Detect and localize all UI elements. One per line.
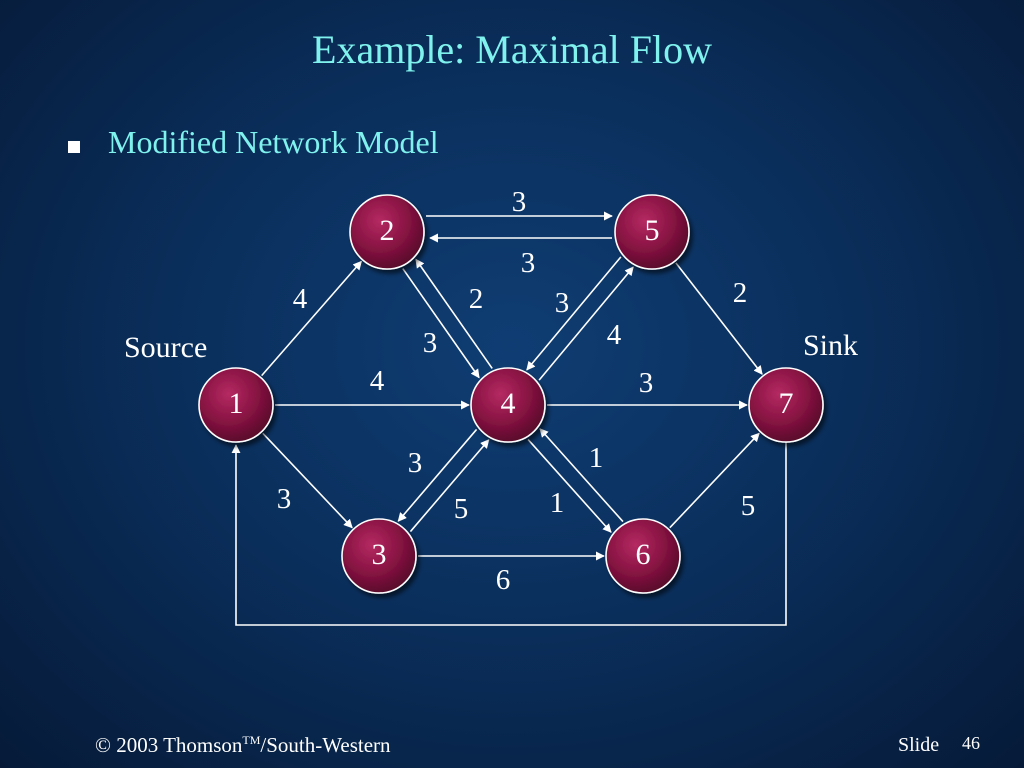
node-label-1: 1 (229, 387, 244, 420)
edge-6-to-4 (539, 428, 624, 523)
capacity-label-3-to-4: 3 (408, 447, 423, 479)
node-circle-5 (614, 194, 690, 270)
copyright-prefix: © 2003 Thomson (95, 733, 243, 757)
trademark-mark: TM (242, 733, 261, 747)
source-label: Source (124, 331, 207, 364)
copyright-suffix: /South-Western (260, 733, 391, 757)
edge-1-to-2 (261, 260, 362, 377)
capacity-label-4-to-2: 3 (423, 327, 438, 359)
node-label-2: 2 (380, 214, 395, 247)
node-1: 1 (198, 367, 274, 443)
edge-1-to-3 (262, 432, 353, 529)
capacity-label-6-to-4: 1 (550, 487, 565, 519)
footer-copyright: © 2003 ThomsonTM/South-Western (95, 733, 391, 758)
edge-4-to-5 (538, 266, 634, 381)
node-5: 5 (614, 194, 690, 270)
node-label-5: 5 (645, 214, 660, 247)
capacity-label-4-to-5: 3 (555, 287, 570, 319)
capacity-label-4-to-3: 5 (454, 493, 469, 525)
node-4: 4 (470, 367, 546, 443)
capacity-label-6-to-7: 5 (741, 490, 756, 522)
edge-5-to-7 (675, 262, 763, 375)
node-label-3: 3 (372, 538, 387, 571)
node-circle-6 (605, 518, 681, 594)
sink-label: Sink (803, 329, 858, 362)
node-2: 2 (349, 194, 425, 270)
capacity-label-5-to-2: 3 (521, 247, 536, 279)
node-label-7: 7 (779, 387, 794, 420)
node-circle-1 (198, 367, 274, 443)
capacity-label-5-to-7: 2 (733, 277, 748, 309)
capacity-label-2-to-4: 2 (469, 283, 484, 315)
capacity-label-4-to-7: 3 (639, 367, 654, 399)
capacity-label-3-to-6: 6 (496, 564, 511, 596)
node-label-4: 4 (501, 387, 516, 420)
node-circle-2 (349, 194, 425, 270)
node-circle-7 (748, 367, 824, 443)
edge-4-to-6 (527, 438, 612, 533)
capacity-label-4-to-6: 1 (589, 442, 604, 474)
node-label-6: 6 (636, 538, 651, 571)
bullet-text: Modified Network Model (108, 124, 439, 160)
capacity-label-2-to-5: 3 (512, 186, 527, 218)
edge-3-to-4 (409, 439, 490, 533)
edge-4-to-2 (415, 258, 493, 369)
capacity-label-1-to-2: 4 (293, 283, 308, 315)
capacity-label-1-to-4: 4 (370, 365, 385, 397)
node-circle-4 (470, 367, 546, 443)
slide-title: Example: Maximal Flow (312, 27, 712, 72)
node-6: 6 (605, 518, 681, 594)
node-circle-3 (341, 518, 417, 594)
capacity-label-5-to-4: 4 (607, 319, 622, 351)
square-bullet-icon (68, 141, 80, 153)
capacity-label-1-to-3: 3 (277, 483, 292, 515)
footer-slide-label: Slide (898, 734, 940, 756)
edge-7-to-1 (231, 442, 787, 626)
edge-5-to-4 (526, 256, 622, 371)
edge-4-to-3 (397, 428, 478, 522)
footer-slide-number: 46 (962, 733, 980, 753)
edge-2-to-4 (402, 268, 480, 379)
node-3: 3 (341, 518, 417, 594)
node-7: 7 (748, 367, 824, 443)
edge-6-to-7 (669, 432, 760, 529)
